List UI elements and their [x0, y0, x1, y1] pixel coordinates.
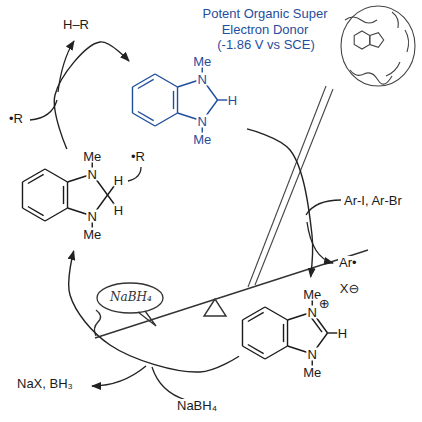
- sketch-label: NaBH₄: [109, 291, 153, 305]
- bond-line: [28, 174, 44, 183]
- bond-line: [177, 87, 178, 113]
- atom-label: H: [113, 204, 124, 217]
- diagram-title: Potent Organic Super Electron Donor: [188, 6, 342, 37]
- seesaw: [94, 250, 368, 338]
- sketch-stroke: [30, 100, 57, 120]
- reagent-label: •R: [8, 112, 24, 127]
- bond-line: [28, 206, 44, 215]
- bond-line: [63, 186, 64, 204]
- donor-molecule: MeNHNMe: [129, 54, 247, 146]
- sketch-stroke: [128, 167, 141, 181]
- bond-line: [67, 182, 68, 208]
- atom-label: N: [307, 348, 318, 361]
- sketch-stroke: [350, 70, 392, 84]
- sketch-stroke: [248, 86, 326, 287]
- atom-label: Me: [82, 149, 102, 162]
- sketch-stroke: [138, 311, 156, 326]
- potential-label: (-1.86 V vs SCE): [188, 38, 344, 53]
- atom-label: N: [197, 115, 208, 128]
- cation-molecule: MeN⊕X⊖HNMe: [239, 277, 379, 379]
- cycle-arrow: [69, 251, 239, 372]
- bond-line: [22, 182, 23, 208]
- sketch-stroke: [386, 62, 400, 76]
- molecule-bonds: [19, 149, 137, 251]
- atom-label: H: [227, 94, 238, 107]
- bond-line: [265, 346, 288, 359]
- side-arrows: [30, 41, 341, 400]
- atom-label: Me: [192, 54, 212, 67]
- sketch-stroke: [95, 250, 368, 338]
- reagent-label: Ar•: [338, 256, 358, 271]
- bond-line: [132, 87, 133, 113]
- atom-label: Me: [192, 133, 212, 146]
- atom-label: ⊕: [318, 296, 331, 309]
- sketch-stroke: [92, 366, 146, 386]
- bond-line: [45, 208, 68, 221]
- sketch-stroke: [94, 310, 100, 336]
- sketch-stroke: [255, 89, 333, 285]
- reagent-label: NaX, BH₃: [16, 377, 74, 392]
- sketch-stroke: [306, 200, 341, 215]
- cycle-arrow: [54, 42, 129, 149]
- atom-label: N: [87, 167, 98, 180]
- atom-label: N: [307, 305, 318, 318]
- reagent-label: •R: [130, 150, 146, 165]
- bond-line: [45, 169, 68, 182]
- bond-line: [283, 324, 284, 342]
- atom-label: N: [87, 210, 98, 223]
- sketch-stroke: [405, 30, 409, 52]
- reagent-label: NaBH₄: [176, 399, 218, 414]
- reagent-label: H–R: [62, 18, 90, 33]
- bond-line: [311, 317, 322, 332]
- sketch-stroke: [58, 41, 74, 92]
- sketch-stroke: [345, 17, 377, 23]
- atom-label: H: [113, 174, 124, 187]
- reagent-label: Ar-I, Ar-Br: [343, 194, 403, 209]
- sketch-stroke: [204, 299, 226, 316]
- bond-line: [248, 344, 264, 353]
- reduced-molecule: MeNHHNMe: [19, 149, 137, 251]
- sketch-stroke: [341, 6, 415, 86]
- sketch-stroke: [392, 12, 398, 28]
- bond-line: [287, 320, 288, 346]
- atom-label: Me: [302, 366, 322, 379]
- atom-label: N: [197, 72, 208, 85]
- sketch-stroke: [354, 31, 370, 49]
- bond-line: [138, 79, 154, 88]
- bond-line: [173, 91, 174, 109]
- sketch-stroke: [370, 33, 384, 48]
- speech-bubble: [97, 283, 163, 326]
- bond-line: [248, 312, 264, 321]
- sketch-stroke: [152, 367, 186, 400]
- bond-line: [242, 320, 243, 346]
- bond-line: [155, 113, 178, 126]
- atom-label: X⊖: [339, 281, 361, 294]
- bond-line: [265, 307, 288, 320]
- bond-line: [155, 74, 178, 87]
- sketch-stroke: [97, 283, 163, 313]
- atom-label: Me: [82, 228, 102, 241]
- atom-label: H: [337, 327, 348, 340]
- cycle-arrow: [247, 129, 313, 277]
- bond-line: [138, 111, 154, 120]
